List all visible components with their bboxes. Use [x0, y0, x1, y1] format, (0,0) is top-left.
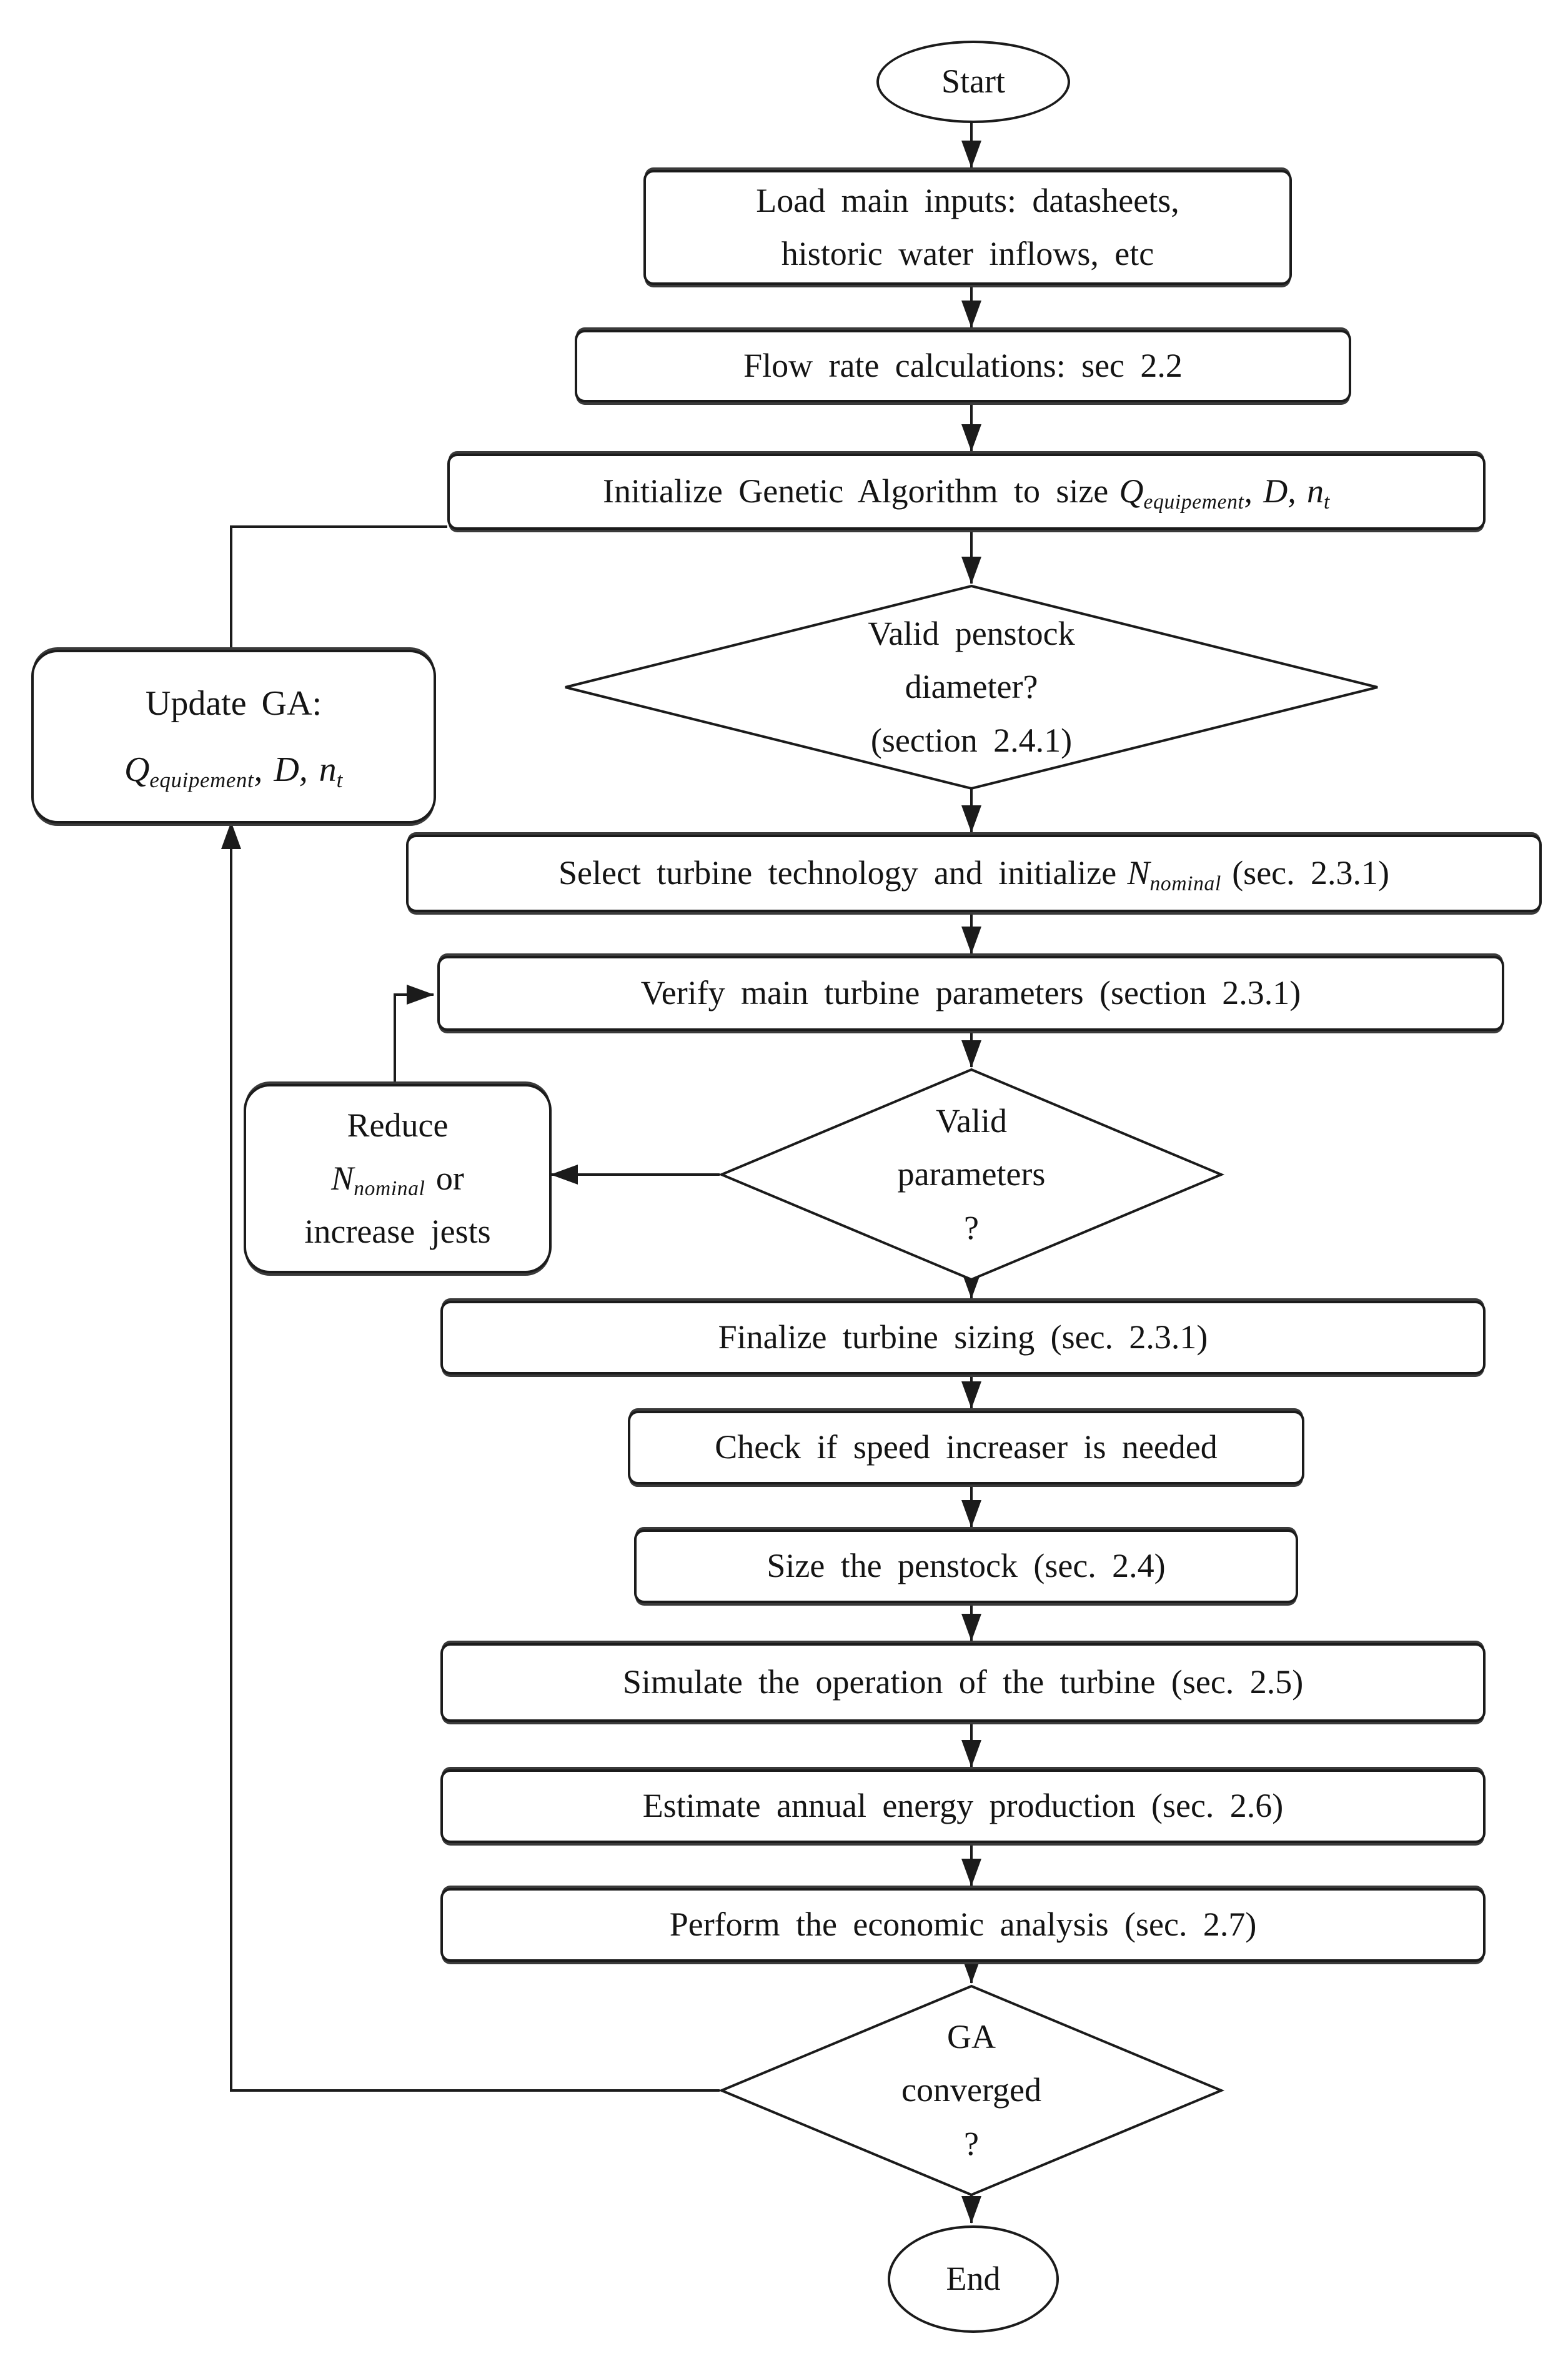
- select-turbine-box: Select turbine technology and initialize…: [406, 835, 1542, 912]
- load-inputs-line1: Load main inputs: datasheets,: [756, 181, 1179, 219]
- size-penstock-label: Size the penstock (sec. 2.4): [767, 1547, 1166, 1585]
- flow-rate-box: Flow rate calculations: sec 2.2: [575, 330, 1351, 402]
- update-ga-line2: Qequipement,D,nt: [124, 750, 344, 792]
- ga-converged-diamond: [718, 1984, 1225, 2197]
- valid-parameters-diamond: [718, 1068, 1225, 1281]
- check-speed-box: Check if speed increaser is needed: [628, 1411, 1304, 1484]
- start-terminator: Start: [876, 41, 1070, 123]
- estimate-energy-box: Estimate annual energy production (sec. …: [440, 1769, 1486, 1843]
- simulate-operation-box: Simulate the operation of the turbine (s…: [440, 1643, 1486, 1722]
- end-terminator: End: [888, 2225, 1059, 2333]
- flow-rate-label: Flow rate calculations: sec 2.2: [743, 347, 1183, 385]
- check-speed-label: Check if speed increaser is needed: [715, 1428, 1218, 1466]
- reduce-line1: Reduce: [347, 1106, 449, 1144]
- finalize-sizing-label: Finalize turbine sizing (sec. 2.3.1): [718, 1318, 1208, 1356]
- update-ga-line1: Update GA:: [145, 683, 322, 723]
- ga-converged-text: GA converged ?: [901, 2018, 1041, 2162]
- arrow-reduce-verify: [394, 985, 434, 1084]
- update-ga-box: Update GA: Qequipement,D,nt: [31, 650, 436, 823]
- valid-parameters-text: Valid parameters ?: [897, 1102, 1046, 1246]
- economic-analysis-label: Perform the economic analysis (sec. 2.7): [669, 1906, 1257, 1944]
- verify-parameters-label: Verify main turbine parameters (section …: [640, 974, 1301, 1012]
- line-update-init: [230, 525, 447, 650]
- verify-parameters-box: Verify main turbine parameters (section …: [437, 956, 1504, 1031]
- reduce-line3: increase jests: [304, 1213, 491, 1251]
- start-label: Start: [941, 62, 1005, 101]
- load-inputs-line2: historic water inflows, etc: [781, 235, 1154, 272]
- estimate-energy-label: Estimate annual energy production (sec. …: [642, 1787, 1284, 1825]
- select-turbine-label: Select turbine technology and initialize…: [558, 854, 1389, 895]
- finalize-sizing-box: Finalize turbine sizing (sec. 2.3.1): [440, 1301, 1486, 1374]
- end-label: End: [946, 2260, 1001, 2298]
- simulate-operation-label: Simulate the operation of the turbine (s…: [622, 1663, 1304, 1701]
- economic-analysis-box: Perform the economic analysis (sec. 2.7): [440, 1888, 1486, 1962]
- valid-penstock-text: Valid penstock diameter? (section 2.4.1): [868, 615, 1075, 759]
- size-penstock-box: Size the penstock (sec. 2.4): [634, 1529, 1298, 1603]
- arrow-ga-update: [221, 822, 720, 2092]
- load-inputs-box: Load main inputs: datasheets, historic w…: [643, 170, 1292, 285]
- valid-penstock-diamond: [565, 584, 1378, 790]
